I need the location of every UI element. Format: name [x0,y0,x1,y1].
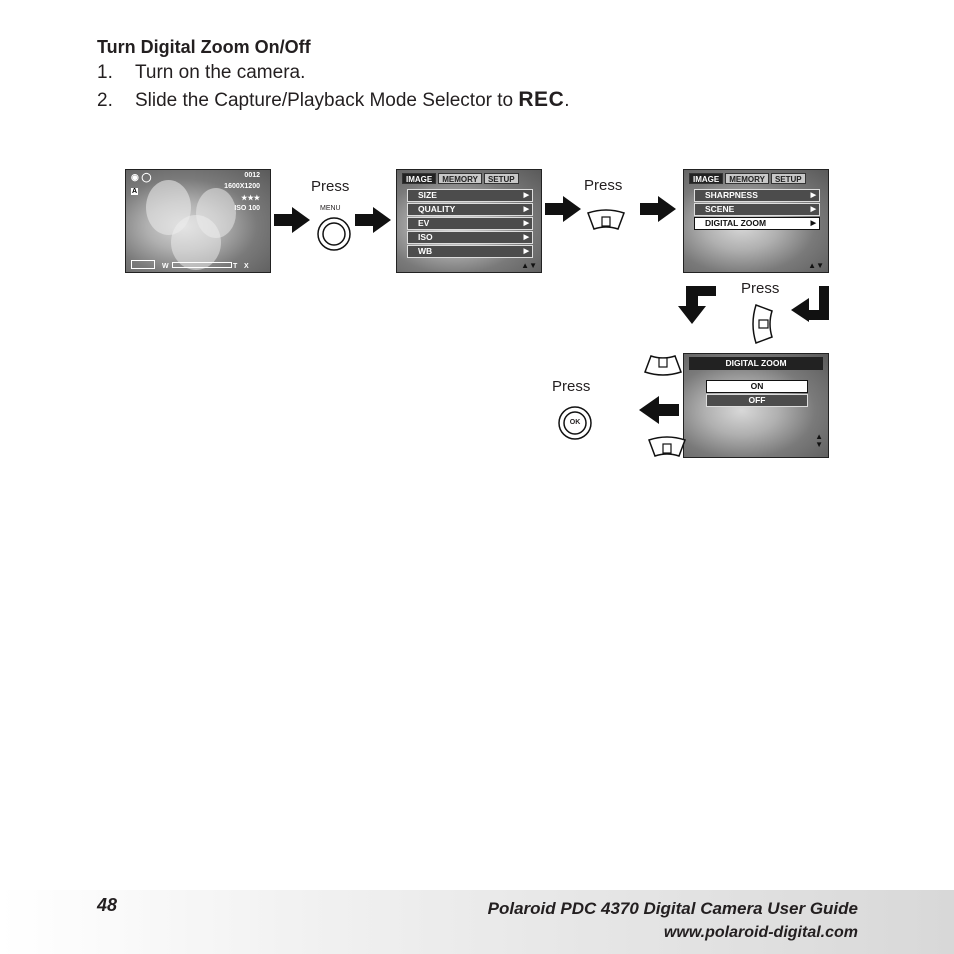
digital-zoom-screen: DIGITAL ZOOM ON OFF ▲▼ [683,353,829,458]
menu-item-wb[interactable]: WB▶ [407,245,533,258]
step-1-number: 1. [97,62,113,83]
tab-setup[interactable]: SETUP [770,173,806,184]
zoom-tele-label: T [233,263,238,270]
tab-memory[interactable]: MEMORY [725,173,769,184]
step-2-text: Slide the Capture/Playback Mode Selector… [135,90,519,111]
step-2: 2. Slide the Capture/Playback Mode Select… [97,88,570,112]
submenu-arrow-icon: ▶ [810,192,816,199]
right-arrow-icon [274,207,310,233]
press-label-3: Press [741,280,780,297]
battery-icon [131,260,155,269]
bent-down-arrow-icon [678,286,716,324]
digital-zoom-title: DIGITAL ZOOM [689,357,823,370]
submenu-arrow-icon: ▶ [523,234,529,241]
section-title: Turn Digital Zoom On/Off [97,37,311,57]
tab-memory[interactable]: MEMORY [438,173,482,184]
left-arrow-icon [639,396,679,424]
shot-counter: 0012 [244,172,260,179]
preview-screen: ◉ ◯ A 0012 1600X1200 ★★★ ISO 100 W T X [125,169,271,273]
iso-readout: ISO 100 [234,205,260,212]
menu-item-ev[interactable]: EV▶ [407,217,533,230]
right-arrow-icon [355,207,391,233]
zoom-wide-label: W [162,263,169,270]
ok-button-label: OK [569,419,581,426]
step-2-end: . [564,90,570,111]
zoom-factor-label: X [244,263,249,270]
footer-bar [0,890,954,954]
down-button-icon[interactable] [647,436,687,460]
menu-item-iso[interactable]: ISO▶ [407,231,533,244]
page-number: 48 [97,895,118,915]
scroll-arrows-icon: ▲▼ [808,261,824,270]
guide-url[interactable]: www.polaroid-digital.com [663,924,858,941]
menu-item-scene[interactable]: SCENE▶ [694,203,820,216]
option-on[interactable]: ON [706,380,808,393]
menu-item-sharpness[interactable]: SHARPNESS▶ [694,189,820,202]
bent-left-arrow-icon [791,286,829,322]
image-menu-screen: IMAGE MEMORY SETUP SIZE▶ QUALITY▶ EV▶ IS… [396,169,542,273]
down-button-icon[interactable] [586,209,626,233]
option-off[interactable]: OFF [706,394,808,407]
tab-image[interactable]: IMAGE [689,173,724,184]
menu-item-quality[interactable]: QUALITY▶ [407,203,533,216]
press-label-4: Press [552,378,591,395]
guide-title: Polaroid PDC 4370 Digital Camera User Gu… [487,899,858,918]
menu-item-digital-zoom[interactable]: DIGITAL ZOOM▶ [694,217,820,230]
ok-button[interactable] [557,405,593,441]
submenu-arrow-icon: ▶ [810,206,816,213]
submenu-arrow-icon: ▶ [810,220,816,227]
submenu-arrow-icon: ▶ [523,206,529,213]
up-button-icon[interactable] [643,352,683,376]
submenu-arrow-icon: ▶ [523,248,529,255]
press-label-1: Press [311,178,350,195]
resolution-readout: 1600X1200 [224,183,260,190]
zoom-bar [172,262,232,268]
right-arrow-icon [640,196,676,222]
auto-mode-icon: A [131,188,139,195]
step-1-text: Turn on the camera. [135,62,306,83]
menu-button-label: MENU [320,205,341,212]
rec-mode-label: REC [518,88,565,111]
image-menu-page2-screen: IMAGE MEMORY SETUP SHARPNESS▶ SCENE▶ DIG… [683,169,829,273]
scroll-arrows-icon: ▲▼ [815,432,823,449]
submenu-arrow-icon: ▶ [523,220,529,227]
step-1: 1. Turn on the camera. [97,62,305,84]
tab-setup[interactable]: SETUP [483,173,519,184]
menu-button[interactable] [316,216,352,252]
menu-item-size[interactable]: SIZE▶ [407,189,533,202]
scroll-arrows-icon: ▲▼ [521,261,537,270]
camera-icon: ◉ ◯ [131,172,152,182]
press-label-2: Press [584,177,623,194]
submenu-arrow-icon: ▶ [523,192,529,199]
quality-stars: ★★★ [241,195,260,202]
right-button-icon[interactable] [750,303,776,345]
step-2-number: 2. [97,90,113,111]
right-arrow-icon [545,196,581,222]
tab-image[interactable]: IMAGE [402,173,437,184]
